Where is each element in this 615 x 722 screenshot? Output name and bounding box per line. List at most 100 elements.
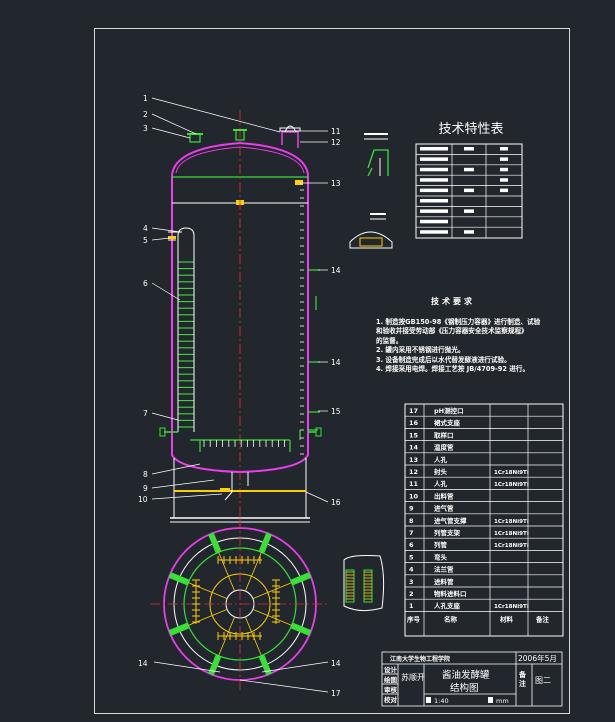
parts-no: 8 [409, 517, 414, 525]
spec-cell-mark [464, 209, 474, 213]
parts-material: 1Cr18Ni9Ti [494, 470, 529, 476]
callout-4: 4 [143, 224, 148, 233]
requirement-line: 和验收并接受劳动部《压力容器安全技术监察规程》 [376, 327, 528, 336]
callout-10: 10 [138, 495, 148, 504]
coil-bundle [208, 532, 222, 554]
drawing-title-line1: 酱油发酵罐 [442, 669, 490, 681]
leader-lines [151, 97, 329, 503]
spec-cell-mark [500, 167, 508, 172]
spec-cell-mark [420, 147, 448, 151]
parts-no: 2 [409, 590, 414, 598]
parts-no: 16 [409, 419, 419, 427]
radial-pipe [252, 582, 292, 600]
drawing-unit: mm [496, 697, 509, 705]
vessel-plan-view [150, 518, 330, 693]
requirements-text: 1. 制造按GB150-98《钢制压力容器》进行制造、试验 和验收并接受劳动部《… [376, 318, 562, 374]
parts-no: 5 [409, 553, 414, 561]
tech-spec-table [415, 143, 523, 239]
coil-bundle [290, 622, 312, 636]
designer-name: 苏顺开 [401, 672, 425, 682]
coil-bundle [168, 622, 190, 636]
parts-no: 10 [409, 492, 419, 500]
role-check: 校对 [384, 695, 398, 704]
parts-header: 名称 [444, 614, 458, 623]
coil-bundle [168, 572, 190, 586]
spec-cell-mark [420, 157, 448, 161]
drawing-date: 2006年5月 [518, 653, 557, 663]
parts-name: 裙式支座 [434, 418, 461, 427]
school-name: 江南大学生物工程学院 [390, 655, 450, 663]
callout-3: 3 [143, 124, 148, 133]
callout-13: 13 [331, 179, 341, 188]
callout-5: 5 [143, 236, 148, 245]
detail-views [343, 133, 393, 612]
radial-pipe [252, 608, 292, 626]
spec-cell-mark [420, 219, 448, 224]
radial-pipe [218, 552, 236, 592]
coil-bundle [258, 532, 272, 554]
parts-name: 取样口 [434, 430, 454, 439]
parts-no: 1 [409, 602, 414, 610]
parts-material: 1Cr18Ni9Ti [494, 543, 529, 549]
coil-tubes [178, 261, 194, 428]
parts-no: 4 [409, 566, 414, 574]
callout-9: 9 [143, 484, 148, 493]
parts-no: 15 [409, 431, 419, 439]
remark-label-2: 注 [519, 679, 526, 688]
drawing-number: 图二 [535, 676, 551, 685]
parts-name: 法兰管 [434, 565, 454, 574]
spec-cell-mark [500, 147, 508, 151]
parts-no: 6 [409, 541, 414, 549]
callout-12: 12 [331, 138, 341, 147]
requirement-line: 4. 焊接采用电焊。焊接工艺按 JB/4709-92 进行。 [376, 365, 530, 374]
callout-11: 11 [331, 127, 341, 136]
radial-pipe [188, 582, 228, 600]
spec-cell-mark [420, 188, 448, 193]
callout-14b: 14 [331, 358, 341, 367]
role-draw: 绘图 [384, 675, 398, 684]
parts-no: 14 [409, 444, 419, 452]
vessel-elevation [159, 110, 322, 525]
parts-name: 出料管 [434, 491, 454, 500]
parts-name: 进料管 [434, 577, 454, 586]
parts-no: 12 [409, 468, 418, 476]
parts-name: 列管 [434, 540, 448, 549]
radial-pipe [188, 608, 228, 626]
callout-plan-14b: 14 [331, 659, 341, 668]
callout-6: 6 [143, 279, 148, 288]
remark-label-1: 备 [518, 670, 527, 679]
parts-name: 列管支架 [434, 528, 461, 537]
parts-material: 1Cr18Ni9Ti [494, 482, 529, 488]
parts-no: 7 [409, 529, 414, 537]
parts-name: 进气管支撑 [434, 516, 467, 525]
parts-name: 人孔 [434, 479, 448, 488]
callout-labels: 1 2 3 4 5 6 7 8 9 10 11 12 13 14 14 15 1… [138, 94, 341, 698]
skirt-support [173, 458, 307, 518]
vessel-shell [171, 141, 309, 474]
drawing-title-line2: 结构图 [450, 682, 479, 694]
parts-no: 17 [409, 407, 418, 415]
parts-name: 进气管 [434, 504, 454, 513]
parts-name: 人孔 [434, 455, 448, 464]
spec-cell-mark [420, 199, 448, 203]
callout-15: 15 [331, 407, 341, 416]
parts-name: 温度管 [434, 443, 454, 452]
coil-bundle [290, 572, 312, 586]
callout-2: 2 [143, 110, 148, 119]
parts-name: 物料进料口 [434, 589, 467, 598]
parts-material: 1Cr18Ni9Ti [494, 531, 529, 537]
radial-pipe [244, 552, 262, 592]
title-block-text: 江南大学生物工程学院 2006年5月 设计 绘图 审核 校对 苏顺开 酱油发酵罐… [384, 653, 557, 705]
tech-spec-title: 技术特性表 [438, 122, 504, 137]
spec-cell-mark [420, 178, 448, 182]
parts-header: 材料 [499, 614, 514, 623]
parts-no: 3 [409, 578, 414, 586]
spec-cell-mark [464, 147, 474, 151]
role-design: 设计 [384, 665, 398, 674]
requirements-title: 技术要求 [431, 297, 475, 306]
callout-1: 1 [143, 94, 148, 103]
parts-material: 1Cr18Ni9Ti [494, 604, 529, 610]
spec-cell-mark [420, 209, 448, 213]
